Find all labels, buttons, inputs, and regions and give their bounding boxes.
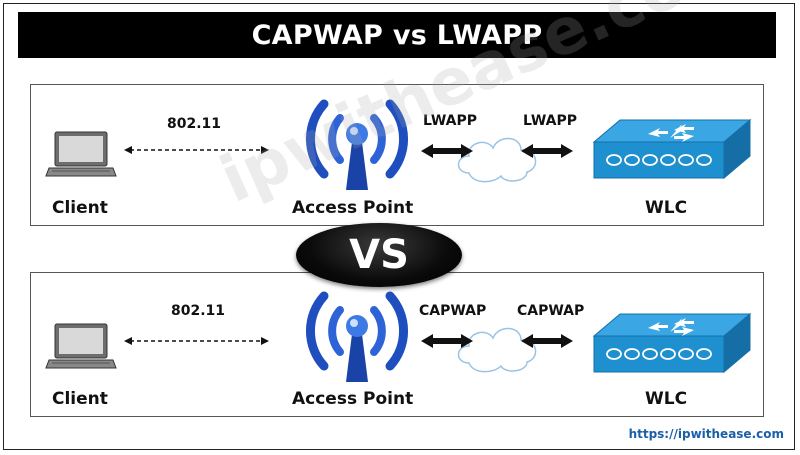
wlc-switch-icon (592, 312, 752, 374)
client-label: Client (52, 198, 108, 218)
wlc-switch-icon (592, 118, 752, 180)
client-label: Client (52, 389, 108, 409)
wlc-label: WLC (645, 198, 688, 218)
wlc-label: WLC (645, 389, 688, 409)
wireless-link-label: 802.11 (167, 116, 222, 132)
laptop-icon (45, 323, 117, 369)
double-arrow-icon (421, 334, 473, 348)
page-title: CAPWAP vs LWAPP (18, 12, 776, 58)
right-protocol-label: CAPWAP (517, 303, 585, 319)
laptop-icon (45, 131, 117, 177)
cloud-icon (457, 137, 537, 183)
vs-badge: VS (296, 223, 462, 287)
double-arrow-icon (521, 144, 573, 158)
access-point-label: Access Point (292, 198, 414, 218)
access-point-label: Access Point (292, 389, 414, 409)
left-protocol-label: CAPWAP (419, 303, 487, 319)
wireless-link-dashed-arrow (124, 146, 269, 154)
wireless-link-label: 802.11 (171, 303, 226, 319)
left-protocol-label: LWAPP (423, 113, 478, 129)
double-arrow-icon (521, 334, 573, 348)
cloud-icon (457, 327, 537, 373)
right-protocol-label: LWAPP (523, 113, 578, 129)
double-arrow-icon (421, 144, 473, 158)
access-point-icon (306, 99, 408, 190)
access-point-icon (306, 291, 408, 382)
source-url[interactable]: https://ipwithease.com (628, 427, 784, 441)
wireless-link-dashed-arrow (124, 337, 269, 345)
